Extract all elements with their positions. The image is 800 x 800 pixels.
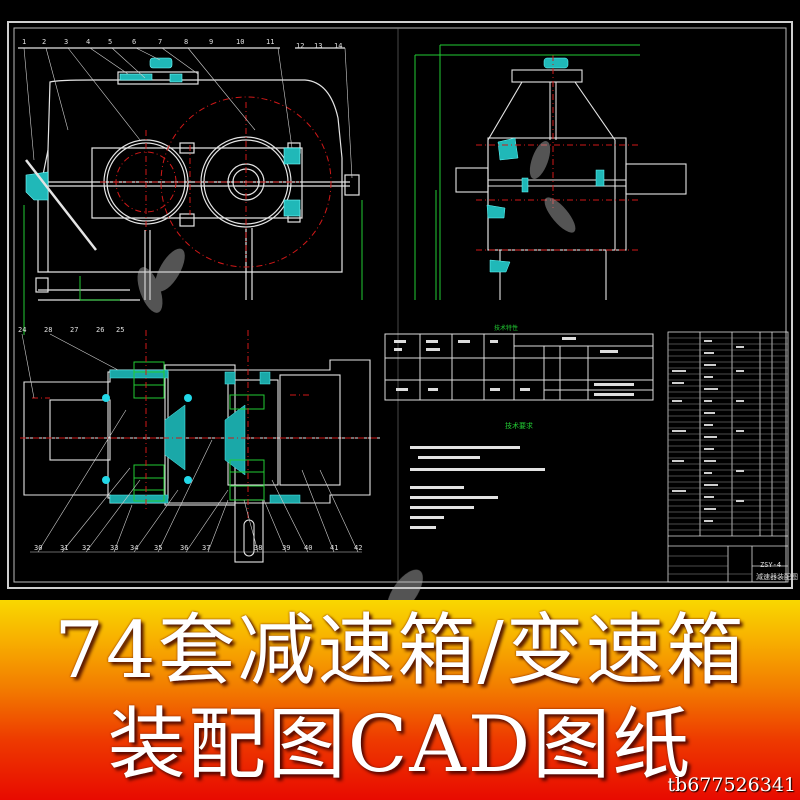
svg-text:30: 30 [34,544,42,552]
parts-list-cells [672,340,744,522]
svg-text:34: 34 [130,544,138,552]
svg-text:37: 37 [202,544,210,552]
svg-text:38: 38 [254,544,262,552]
breather-cap-hatch [25,57,301,217]
spec-table-heading: 技术特性 [494,324,518,332]
dipstick [25,159,97,251]
svg-text:40: 40 [304,544,312,552]
svg-text:33: 33 [110,544,118,552]
technical-spec-table [384,333,654,401]
svg-text:9: 9 [209,38,213,46]
svg-text:26: 26 [96,326,104,334]
svg-text:11: 11 [266,38,274,46]
svg-text:13: 13 [314,42,322,50]
svg-text:36: 36 [180,544,188,552]
spec-table-cells [394,337,634,396]
svg-text:41: 41 [330,544,338,552]
section-view-bearings [133,361,265,502]
title-block-title: 減速器装配图 [756,573,798,581]
tech-notes-heading: 技术要求 [505,421,533,430]
svg-text:32: 32 [82,544,90,552]
side-view-dimensions [414,44,640,300]
parts-list [667,331,789,583]
tech-notes-text [410,446,545,529]
svg-text:24: 24 [18,326,26,334]
side-view-hatch [486,57,605,273]
svg-text:6: 6 [132,38,136,46]
svg-text:25: 25 [116,326,124,334]
banner-headline: 74套减速箱/变速箱 [54,606,746,696]
svg-text:31: 31 [60,544,68,552]
front-view-centerlines [100,96,332,268]
title-block-drawing-no: ZSY-4 [760,561,782,569]
svg-text:28: 28 [44,326,52,334]
parts-list-rows [668,337,788,575]
section-view-centerlines [20,330,380,520]
svg-text:2: 2 [42,38,46,46]
section-view-leaders [21,333,362,553]
front-view-leaders [23,47,353,179]
section-view-hatch [109,369,301,504]
svg-text:3: 3 [64,38,68,46]
svg-text:5: 5 [108,38,112,46]
svg-text:8: 8 [184,38,188,46]
banner-subheadline: 装配图CAD图纸 [107,700,693,790]
front-view-dimensions [23,200,363,335]
watermark-logo [137,141,576,600]
shop-id-watermark: tb677526341 [667,774,796,796]
side-view-centerlines [476,55,640,251]
front-view [18,47,360,301]
svg-text:27: 27 [70,326,78,334]
svg-text:42: 42 [354,544,362,552]
svg-text:12: 12 [296,42,304,50]
svg-text:4: 4 [86,38,90,46]
svg-text:35: 35 [154,544,162,552]
svg-text:7: 7 [158,38,162,46]
svg-text:14: 14 [334,42,342,50]
svg-text:39: 39 [282,544,290,552]
section-view-bolt-holes [102,394,192,484]
svg-text:1: 1 [22,38,26,46]
svg-text:10: 10 [236,38,244,46]
promo-banner [0,600,800,800]
